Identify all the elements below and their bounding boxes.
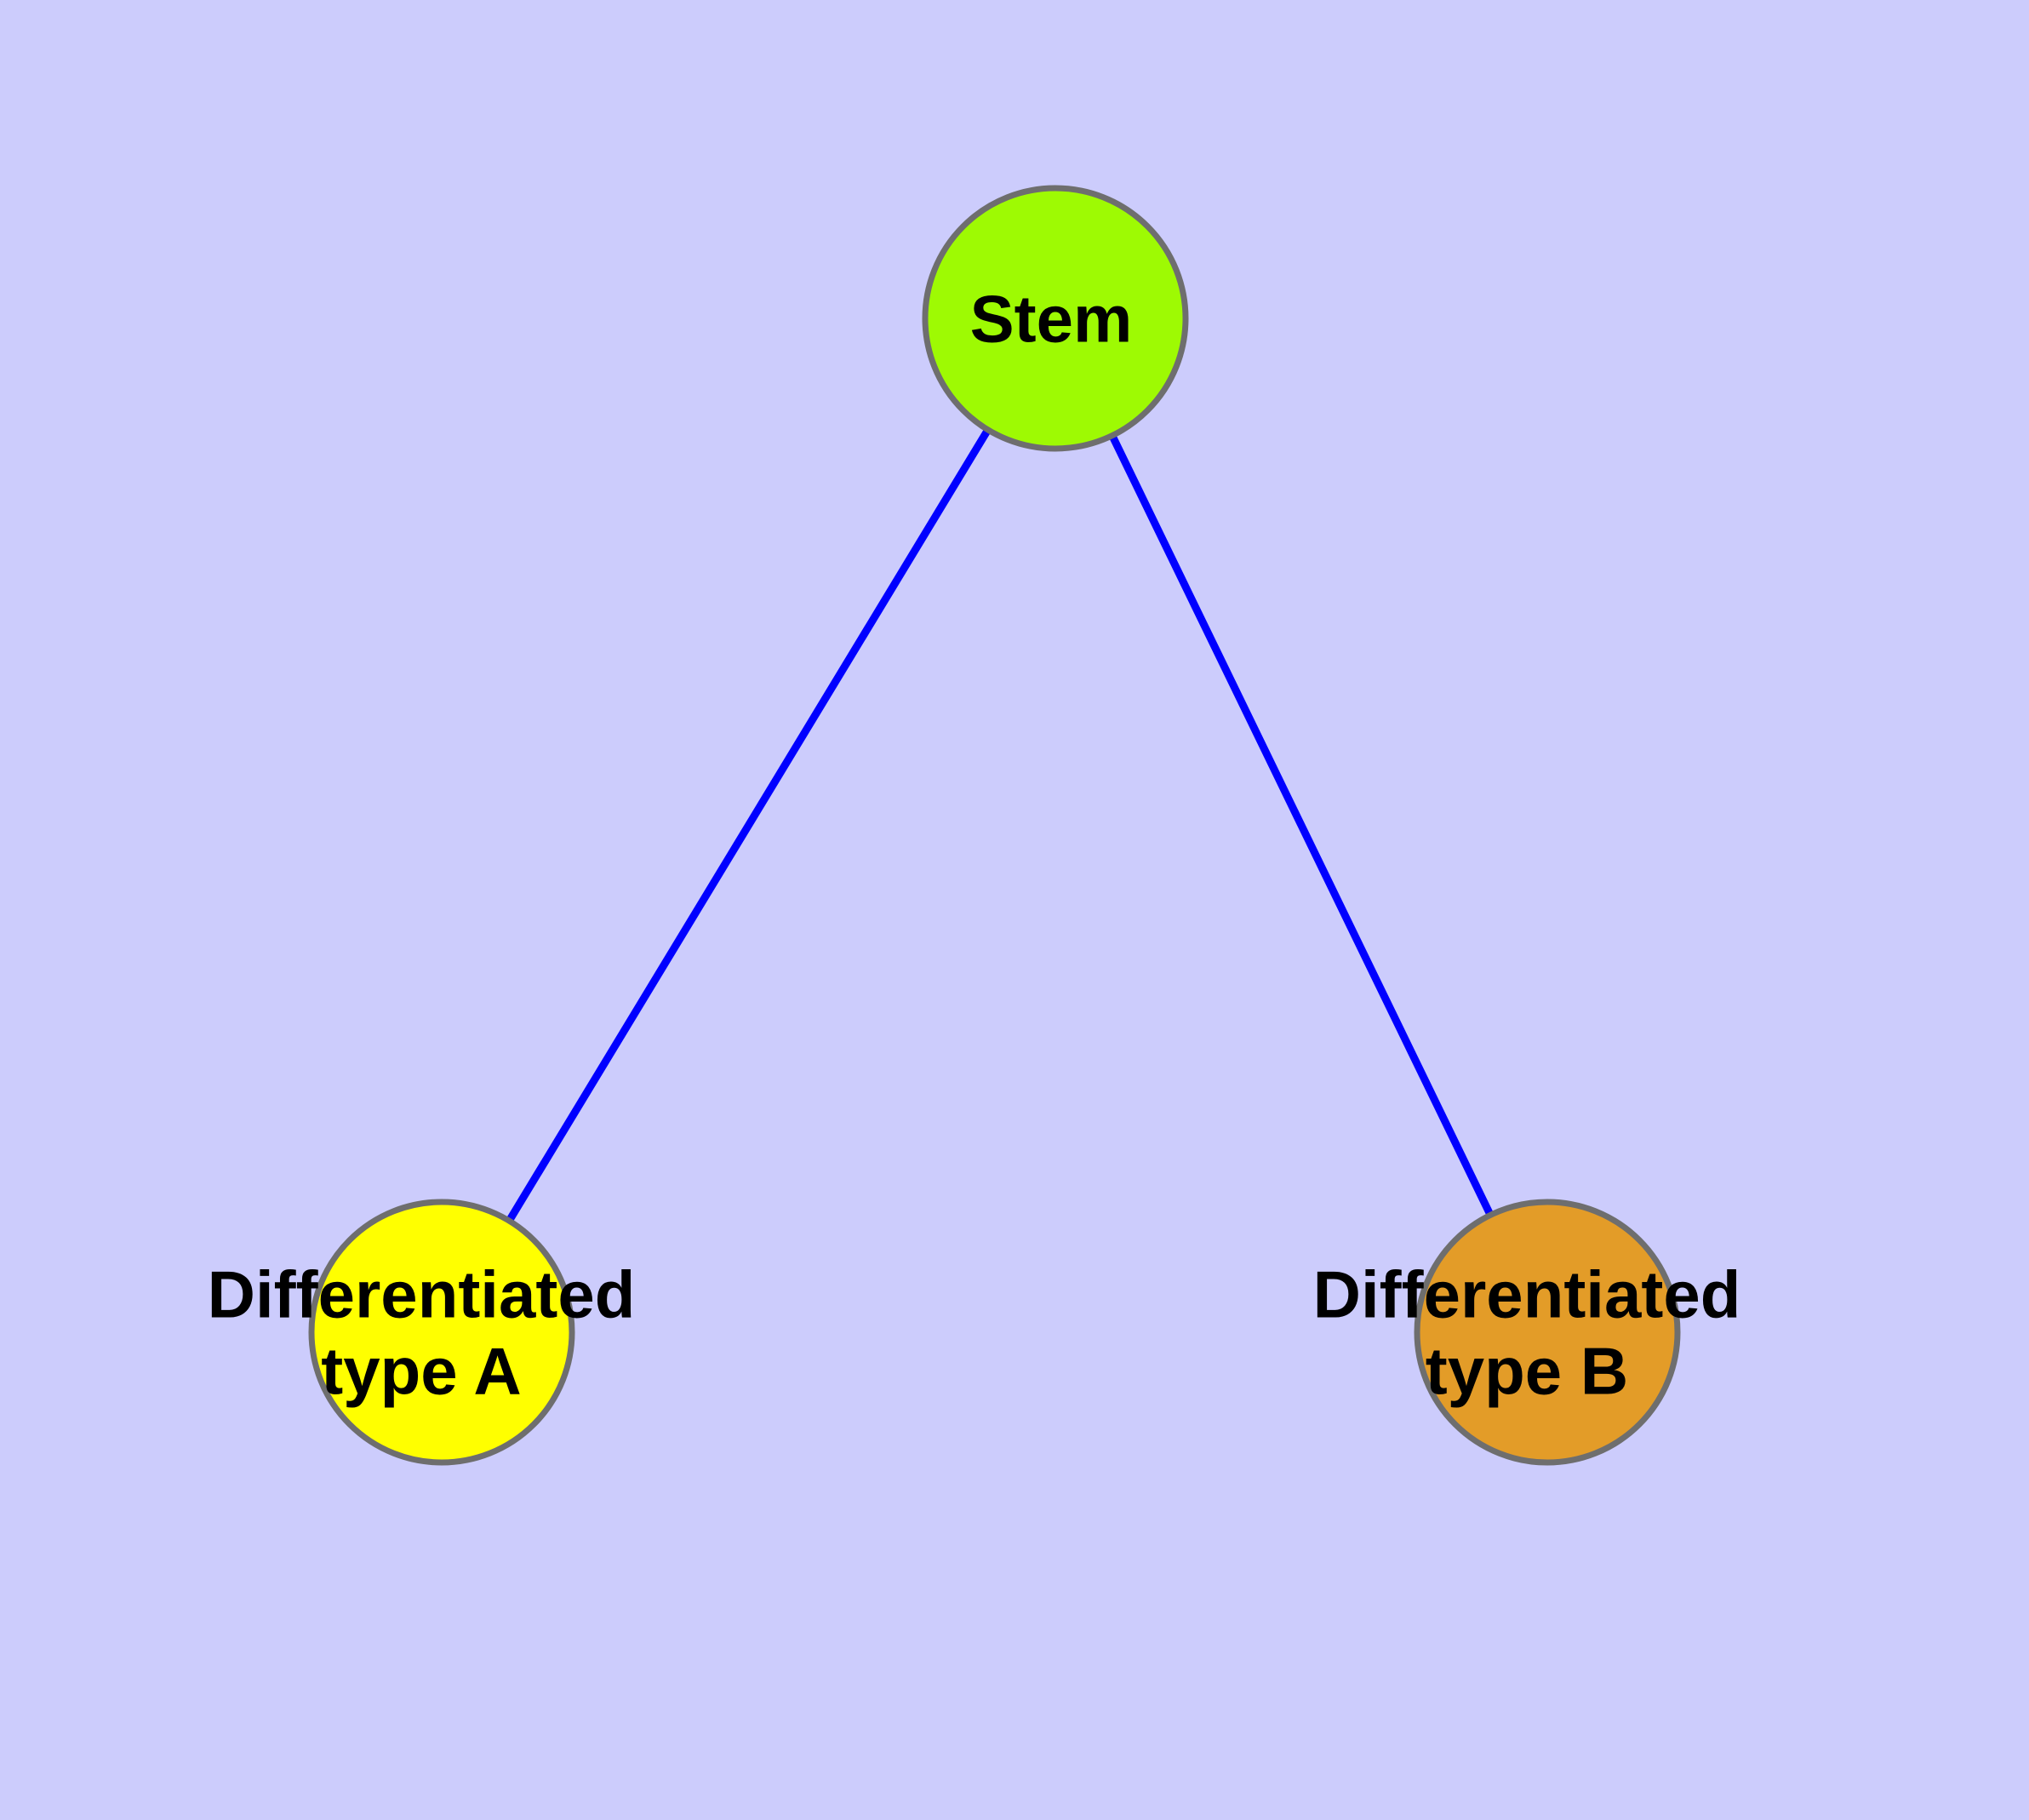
node-label-line: Differentiated (208, 1256, 636, 1331)
graph-node-stem[interactable]: Stem (922, 185, 1189, 452)
edge-stem-diff-a (504, 425, 993, 1226)
edges-layer (504, 425, 1495, 1226)
node-label-line: type A (321, 1333, 522, 1408)
node-circle-diff_a[interactable] (308, 1199, 575, 1466)
node-circle-stem[interactable] (922, 185, 1189, 452)
node-label-stem: Stem (970, 281, 1133, 356)
node-label-line: type B (1426, 1333, 1628, 1408)
node-circle-diff_b[interactable] (1414, 1199, 1681, 1466)
edge-stem-diff-b (1107, 431, 1495, 1220)
node-label-line: Stem (970, 281, 1133, 356)
node-label-line: Differentiated (1313, 1256, 1741, 1331)
